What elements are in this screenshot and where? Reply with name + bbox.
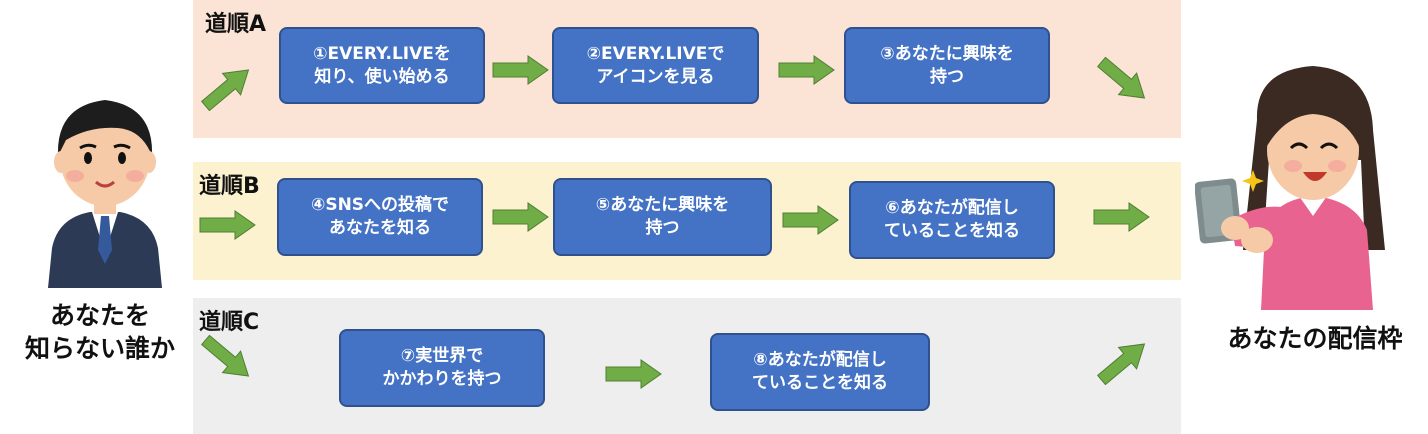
route-a-label: 道順A	[205, 12, 267, 37]
diagonal-up-arrow	[1096, 343, 1146, 386]
diagonal-down-arrow	[200, 334, 250, 377]
step-box: ⑥あなたが配信し ていることを知る	[849, 181, 1055, 259]
right-arrow	[782, 205, 839, 235]
diagonal-down-arrow	[1096, 56, 1146, 99]
route-c-label: 道順C	[199, 310, 260, 335]
step-box: ⑧あなたが配信し ていることを知る	[710, 333, 930, 411]
businessman-illustration	[48, 100, 162, 288]
right-arrow	[492, 202, 549, 232]
step-box: ②EVERY.LIVEで アイコンを見る	[552, 27, 759, 104]
route-b-label: 道順B	[199, 174, 260, 199]
step-box: ③あなたに興味を 持つ	[844, 27, 1050, 104]
right-arrow	[199, 210, 256, 240]
step-box: ⑦実世界で かかわりを持つ	[339, 329, 545, 407]
right-arrow	[1093, 202, 1150, 232]
step-box: ④SNSへの投稿で あなたを知る	[277, 178, 483, 256]
diagonal-up-arrow	[200, 69, 250, 112]
right-arrow	[492, 55, 549, 85]
step-box: ①EVERY.LIVEを 知り、使い始める	[279, 27, 485, 104]
woman-with-smartphone-illustration	[1195, 66, 1385, 310]
right-arrow	[605, 359, 662, 389]
step-box: ⑤あなたに興味を 持つ	[553, 178, 772, 256]
right-person-caption: あなたの配信枠	[1227, 324, 1403, 353]
right-arrow	[778, 55, 835, 85]
left-person-caption: あなたを 知らない誰か	[24, 301, 175, 363]
